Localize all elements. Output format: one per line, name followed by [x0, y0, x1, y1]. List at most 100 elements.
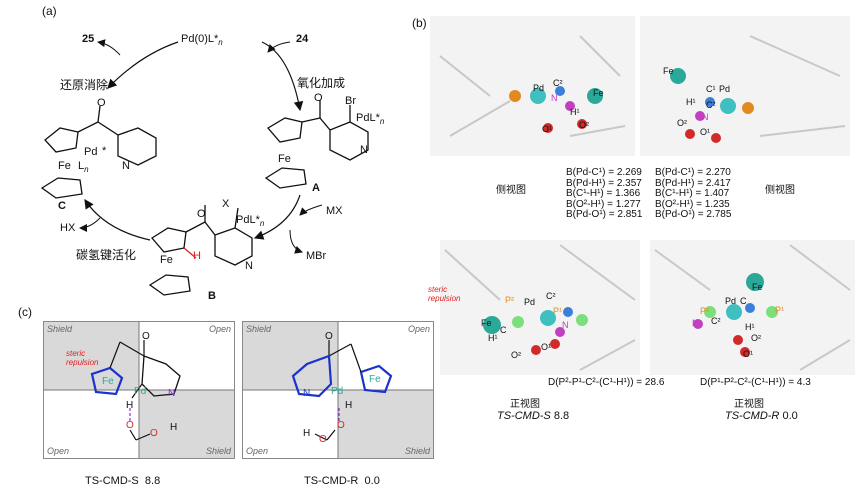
ts-s-side-view-model	[430, 16, 635, 156]
ts-r-nitrogen: N	[303, 388, 311, 399]
ts-s-side-o1-label: O¹	[542, 124, 552, 134]
ts-s-front-fe-label: Fe	[481, 318, 492, 328]
bond-list-ts-s: B(Pd-C¹) = 2.269 B(Pd-H¹) = 2.357 B(C¹-H…	[566, 167, 643, 221]
panel-c-label: (c)	[18, 305, 32, 319]
bond-r-2: B(C¹-H¹) = 1.407	[655, 188, 730, 200]
a-bromine: Br	[345, 95, 356, 107]
panel-b-label: (b)	[412, 16, 427, 30]
ts-r-side-fe-label: Fe	[663, 66, 674, 76]
ts-s-iron: Fe	[102, 376, 114, 387]
shield-box-ts-s: Shield Open Open Shield steric repulsion…	[43, 321, 235, 459]
front-view-left-label: 正视图	[510, 399, 540, 410]
quadrant-bottom-right-shield-r	[338, 390, 433, 458]
ts-r-side-pd-label: Pd	[719, 84, 731, 94]
ts-r-side-h1-label: H¹	[686, 97, 696, 107]
ts-s-front-view-model	[440, 240, 640, 375]
c-ln: Ln	[78, 160, 89, 175]
intermediate-a-structure	[264, 100, 369, 189]
ts-s-shield-br: Shield	[205, 446, 231, 456]
ts-r-oxygen: O	[325, 331, 333, 342]
a-iron: Fe	[278, 153, 291, 165]
ts-r-front-p1-label: P¹	[775, 305, 784, 315]
ts-r-front-pd-label: Pd	[725, 296, 737, 306]
ts-r-oxygen-1: O	[337, 420, 345, 431]
ts-s-front-o1-label: O¹	[541, 342, 551, 352]
bond-r-4: B(Pd-O¹) = 2.785	[655, 209, 732, 221]
ts-s-front-o2-label: O²	[511, 350, 521, 360]
ts-s-open-bl: Open	[47, 446, 70, 456]
reagent-mx: MX	[326, 205, 343, 217]
ts-r-front-c2-label: C²	[711, 316, 721, 326]
ts-r-front-fe-label: Fe	[752, 282, 763, 292]
ts-s-hydrogen-2: H	[170, 422, 178, 433]
ts-s-shield-tl: Shield	[47, 324, 73, 334]
panel-a-label: (a)	[42, 4, 57, 18]
cycle-arrow-top-right	[261, 41, 304, 112]
intermediate-c-label: C	[58, 200, 66, 212]
arrow-to-25	[97, 39, 121, 56]
ts-s-side-h1-label: H¹	[570, 107, 580, 117]
side-view-left-label: 侧视图	[496, 185, 526, 196]
ts-s-front-h1-label: H¹	[488, 333, 498, 343]
steric-repulsion-annotation-b: steric repulsion	[428, 285, 461, 303]
ts-r-front-p2-label: P²	[700, 306, 709, 316]
b-hydrogen: H	[193, 250, 201, 262]
ts-r-front-c-label: C	[740, 296, 747, 306]
ts-r-side-n-label: N	[702, 112, 709, 122]
ts-r-front-h1-label: H¹	[745, 322, 755, 332]
dihedral-ts-s: D(P²-P¹-C²-(C¹-H¹)) = 28.6	[548, 377, 665, 388]
ts-r-front-n-label: N	[692, 318, 699, 328]
catalytic-cycle-diagram	[40, 39, 369, 296]
ts-r-iron: Fe	[369, 374, 381, 385]
ts-r-front-view-model	[650, 240, 855, 375]
ts-r-side-view-model	[640, 16, 850, 156]
ts-s-front-pd-label: Pd	[524, 297, 536, 307]
ts-s-caption-b: TS-CMD-S 8.8	[497, 410, 570, 422]
quadrant-bottom-right-shield	[139, 390, 234, 458]
quadrant-top-left-shield-r	[243, 322, 338, 390]
ts-s-front-p2-label: P²	[505, 295, 514, 305]
front-view-right-label: 正视图	[734, 399, 764, 410]
ts-s-open-tr: Open	[208, 324, 231, 334]
catalyst-label: Pd(0)L*n	[181, 33, 223, 48]
byproduct-mbr: MBr	[306, 250, 327, 262]
intermediate-b-label: B	[208, 290, 216, 302]
bond-s-1: B(Pd-H¹) = 2.357	[566, 177, 642, 189]
cycle-arrow-right	[253, 194, 301, 240]
ts-r-hydrogen-2: H	[303, 428, 311, 439]
bond-s-4: B(Pd-O¹) = 2.851	[566, 209, 643, 221]
shield-box-ts-r: Shield Open Open Shield O Fe Pd N H O O …	[242, 321, 434, 459]
ts-s-side-o2-label: O²	[579, 120, 589, 130]
bond-r-1: B(Pd-H¹) = 2.417	[655, 177, 731, 189]
c-palladium: Pd	[84, 146, 98, 158]
ts-r-palladium: Pd	[331, 386, 344, 397]
ts-s-front-p1-label: P¹	[553, 306, 562, 316]
bond-s-0: B(Pd-C¹) = 2.269	[566, 167, 642, 178]
intermediate-c-structure	[40, 105, 157, 199]
ts-r-side-o2-label: O²	[677, 118, 687, 128]
a-oxygen: O	[314, 92, 323, 104]
bond-list-ts-r: B(Pd-C¹) = 2.270 B(Pd-H¹) = 2.417 B(C¹-H…	[655, 167, 732, 221]
arrow-from-24	[267, 41, 291, 53]
ts-r-side-c1-label: C¹	[706, 84, 716, 94]
ts-s-front-c-label: C	[500, 325, 507, 335]
ts-r-front-o1-label: O¹	[743, 349, 753, 359]
ts-r-oxygen-2: O	[319, 434, 327, 445]
dihedral-ts-r: D(P¹-P²-C²-(C¹-H¹)) = 4.3	[700, 377, 811, 388]
ts-s-front-atoms	[444, 244, 636, 371]
ts-s-side-pd-label: Pd	[533, 83, 545, 93]
b-nitrogen: N	[245, 260, 253, 272]
ts-s-side-c2-label: C²	[553, 78, 563, 88]
step-reductive-elimination: 还原消除	[60, 78, 109, 92]
arrow-MX-in	[299, 204, 323, 216]
ts-s-front-c2-label: C²	[546, 291, 556, 301]
ts-r-side-c2-label: C²	[706, 100, 716, 110]
ts-s-front-n-label: N	[562, 320, 569, 330]
b-pdl-label: PdL*n	[236, 214, 265, 229]
side-view-right-label: 侧视图	[765, 185, 795, 196]
bond-s-3: B(O²-H¹) = 1.277	[566, 198, 641, 210]
arrow-MBr-out	[289, 229, 303, 254]
ts-s-quadrant-lines	[44, 322, 234, 458]
b-x: X	[222, 198, 230, 210]
ts-r-front-o2-label: O²	[751, 333, 761, 343]
